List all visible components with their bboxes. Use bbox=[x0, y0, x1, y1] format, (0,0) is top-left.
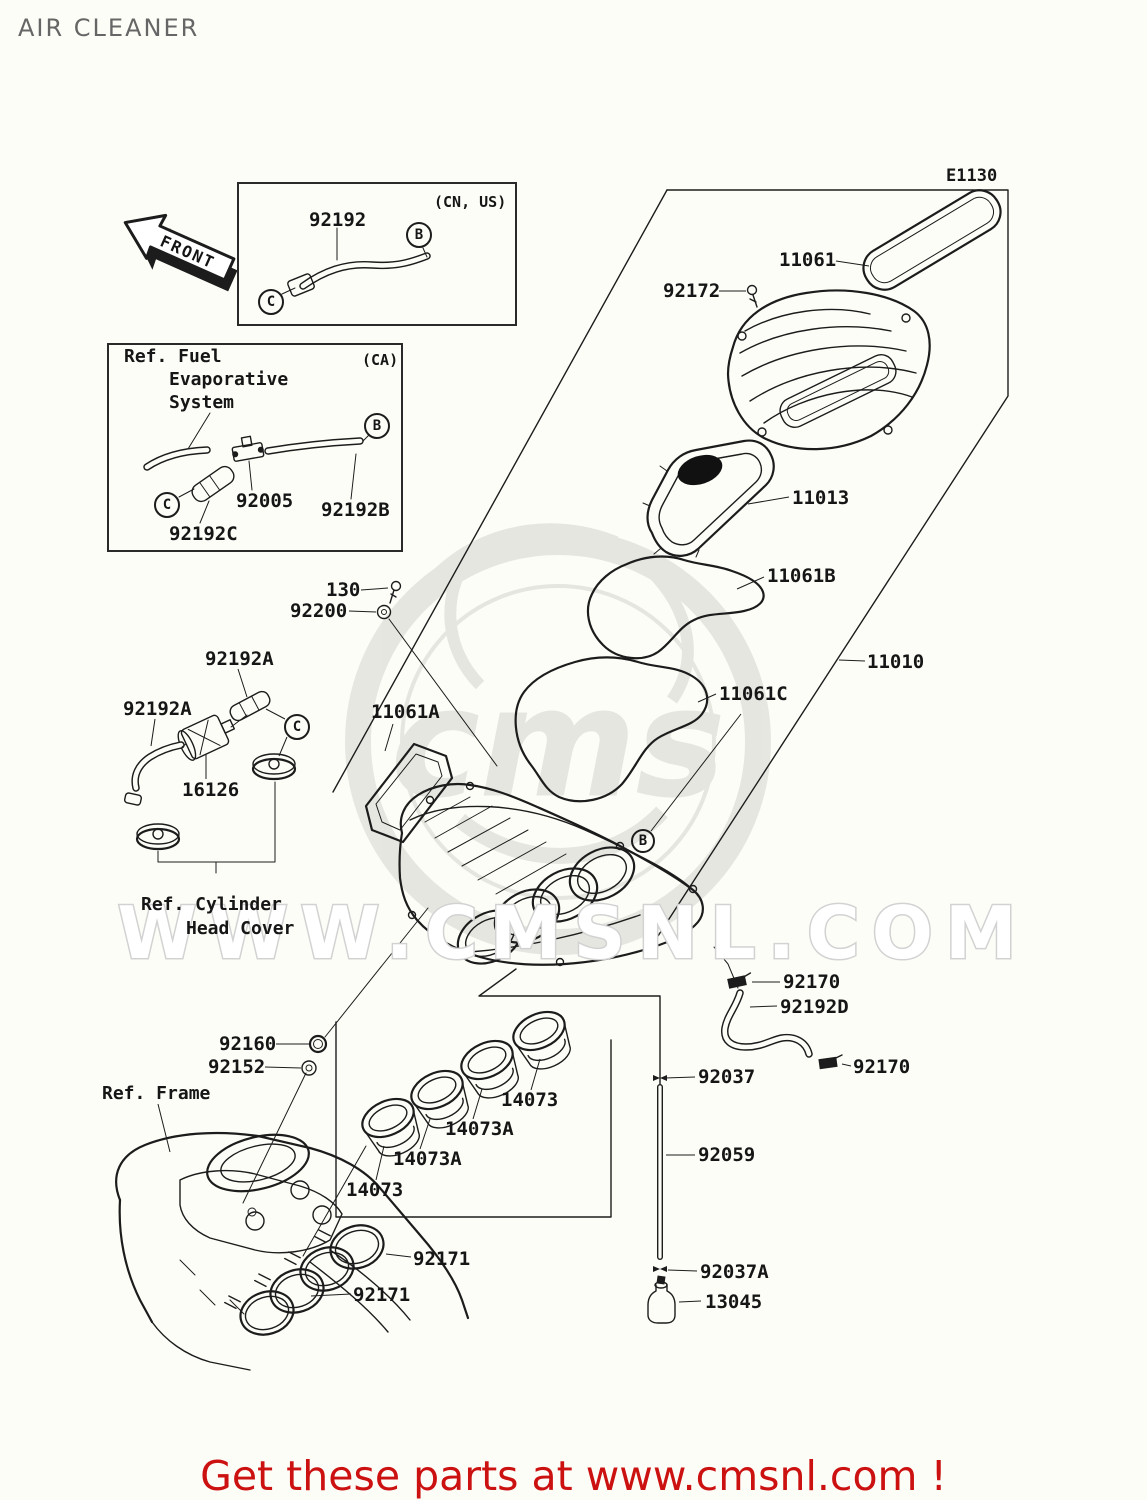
callout-11061a: 11061A bbox=[371, 701, 440, 723]
grommet-left bbox=[135, 823, 181, 851]
hose-92192d-clamps bbox=[713, 946, 843, 1070]
callout-13045: 13045 bbox=[705, 1291, 763, 1313]
ref-frame-label: Ref. Frame bbox=[102, 1083, 211, 1104]
gasket-11061c bbox=[514, 656, 709, 803]
callout-92152: 92152 bbox=[208, 1056, 266, 1078]
inset-box-cn-us bbox=[237, 182, 517, 326]
inset-ca-art bbox=[143, 412, 370, 524]
housing-lower bbox=[398, 781, 704, 967]
callout-92192a-1: 92192A bbox=[205, 648, 274, 670]
callout-14073a-1: 14073A bbox=[445, 1118, 514, 1140]
callout-92171-2: 92171 bbox=[353, 1284, 411, 1306]
valve-assembly bbox=[123, 690, 297, 874]
callout-92192d: 92192D bbox=[780, 996, 849, 1018]
inset-cn-us-art bbox=[281, 227, 431, 297]
callout-130: 130 bbox=[326, 579, 361, 601]
cover-assembly bbox=[726, 289, 931, 451]
drain-assembly bbox=[647, 1075, 676, 1324]
callout-11061: 11061 bbox=[779, 249, 837, 271]
filter-element-11013 bbox=[642, 439, 775, 558]
connector-c-inset1: C bbox=[258, 289, 284, 315]
watermark-logo-icon: cms bbox=[345, 523, 771, 955]
page-title: AIR CLEANER bbox=[18, 14, 200, 42]
connector-b-inset2: B bbox=[364, 413, 390, 439]
callout-92192a-2: 92192A bbox=[123, 698, 192, 720]
callout-14073-1: 14073 bbox=[501, 1089, 559, 1111]
connector-b-main: B bbox=[631, 829, 655, 853]
funnels bbox=[361, 1010, 571, 1157]
callout-16126: 16126 bbox=[182, 779, 240, 801]
callout-92172: 92172 bbox=[663, 280, 721, 302]
callout-92170-1: 92170 bbox=[783, 971, 841, 993]
callout-11010: 11010 bbox=[867, 651, 925, 673]
callout-92192b: 92192B bbox=[321, 499, 390, 521]
inset-ca-title-1: Ref. Fuel bbox=[124, 346, 222, 367]
grommet-right bbox=[251, 753, 297, 781]
callout-14073-2: 14073 bbox=[346, 1179, 404, 1201]
callout-92037: 92037 bbox=[698, 1066, 756, 1088]
screw-92172-icon bbox=[746, 284, 758, 308]
callout-14073a-2: 14073A bbox=[393, 1148, 462, 1170]
connector-b-inset1: B bbox=[406, 222, 432, 248]
svg-text:cms: cms bbox=[391, 657, 726, 831]
clamp-rings-92171 bbox=[224, 1224, 385, 1336]
inset-ca-title-3: System bbox=[169, 392, 235, 413]
callout-92200: 92200 bbox=[290, 600, 348, 622]
ref-cylinder-head-line1: Ref. Cylinder bbox=[141, 894, 282, 915]
callout-92037a: 92037A bbox=[700, 1261, 769, 1283]
inset-ca-title-2: Evaporative bbox=[169, 369, 289, 390]
callout-11013: 11013 bbox=[792, 487, 850, 509]
callout-11061c: 11061C bbox=[719, 683, 788, 705]
callout-92160: 92160 bbox=[219, 1033, 277, 1055]
envelope-outline bbox=[332, 189, 1009, 1218]
callout-92059: 92059 bbox=[698, 1144, 756, 1166]
callout-92171-1: 92171 bbox=[413, 1248, 471, 1270]
connector-c-inset2: C bbox=[154, 492, 180, 518]
promo-banner: Get these parts at www.cmsnl.com ! bbox=[200, 1452, 947, 1500]
ref-cylinder-head-line2: Head Cover bbox=[186, 918, 295, 939]
connector-c-valve: C bbox=[284, 714, 310, 740]
leader-lines bbox=[150, 260, 870, 1303]
seal-strip-11061 bbox=[862, 189, 1002, 291]
inset-box-ca bbox=[107, 343, 403, 552]
callout-92005: 92005 bbox=[236, 490, 294, 512]
inset-ca-variant: (CA) bbox=[362, 351, 399, 369]
screw-130-washer-92200 bbox=[376, 580, 498, 767]
callout-92170-2: 92170 bbox=[853, 1056, 911, 1078]
callout-11061b: 11061B bbox=[767, 565, 836, 587]
inset-cn-us-variant: (CN, US) bbox=[434, 193, 507, 211]
watermark-site-text: WWW.CMSNL.COM bbox=[117, 891, 1028, 975]
callout-92192: 92192 bbox=[309, 209, 367, 231]
diagram-code: E1130 bbox=[946, 166, 998, 186]
front-arrow: FRONT bbox=[123, 213, 238, 292]
callout-92192c: 92192C bbox=[169, 523, 238, 545]
frame-drawing bbox=[115, 1131, 470, 1371]
gasket-11061a bbox=[364, 742, 454, 844]
